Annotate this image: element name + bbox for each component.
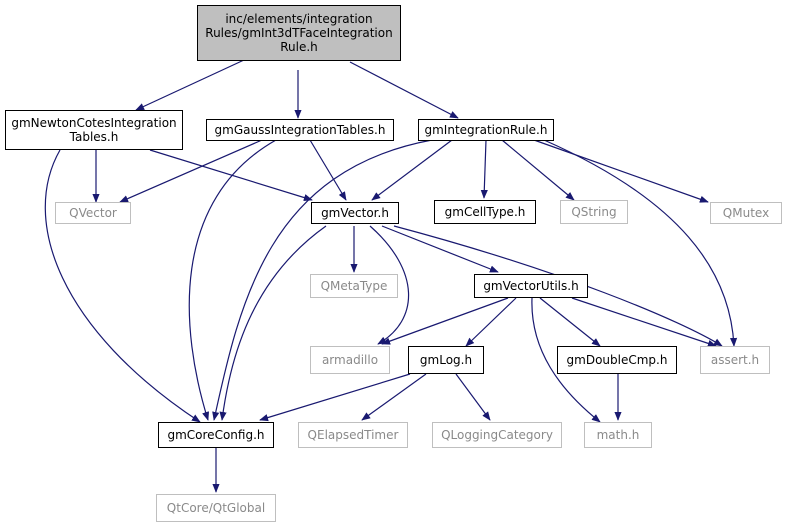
node-assert[interactable]: assert.h <box>700 346 770 374</box>
edge-gausstables-coreconfig <box>188 139 277 421</box>
edge-vectorutils-doublecmp <box>539 297 601 347</box>
edge-root-integrationrule <box>349 61 459 119</box>
node-qloggingcategory[interactable]: QLoggingCategory <box>432 422 562 448</box>
edge-gmlog-elapsedtimer <box>361 373 427 421</box>
node-gmlog[interactable]: gmLog.h <box>408 346 484 374</box>
edge-vectorutils-gmlog <box>465 297 517 347</box>
node-qelapsedtimer[interactable]: QElapsedTimer <box>298 422 408 448</box>
edge-gmlog-loggingcategory <box>455 373 491 421</box>
edge-gmvector-vectorutils <box>381 225 499 273</box>
node-qstring[interactable]: QString <box>560 200 628 224</box>
node-math[interactable]: math.h <box>584 422 652 448</box>
edge-gmlog-coreconfig <box>259 373 411 422</box>
edge-root-newtoncotes <box>135 59 245 111</box>
node-qtcore-qtglobal[interactable]: QtCore/QtGlobal <box>156 494 276 522</box>
node-qmetatype[interactable]: QMetaType <box>310 274 398 298</box>
node-qvector[interactable]: QVector <box>55 202 131 224</box>
edge-intrule-coreconfig <box>212 139 433 421</box>
edge-gmvector-assert <box>393 225 723 347</box>
node-gmintegrationrule[interactable]: gmIntegrationRule.h <box>418 119 554 141</box>
edge-gausstables-gmvector <box>309 139 347 201</box>
edge-gmvector-coreconfig <box>219 225 327 421</box>
edge-vectorutils-assert <box>571 297 717 347</box>
node-gmcoreconfig[interactable]: gmCoreConfig.h <box>158 422 274 448</box>
node-gmnewtoncotesintegrationtables[interactable]: gmNewtonCotesIntegration Tables.h <box>5 110 183 150</box>
edge-intrule-celltype <box>480 139 488 199</box>
node-gmvector[interactable]: gmVector.h <box>311 202 399 224</box>
node-qmutex[interactable]: QMutex <box>710 202 782 224</box>
edge-intrule-qstring <box>501 139 575 201</box>
node-armadillo[interactable]: armadillo <box>310 346 390 374</box>
node-gmgaussintegrationtables[interactable]: gmGaussIntegrationTables.h <box>206 119 394 141</box>
edge-newtoncotes-gmvector <box>149 149 313 202</box>
edge-intrule-qmutex <box>533 139 709 203</box>
node-gmint3dtfaceintegrationrule[interactable]: inc/elements/integration Rules/gmInt3dTF… <box>197 5 401 61</box>
edge-gausstables-qvector <box>119 139 263 203</box>
edge-intrule-assert <box>543 139 738 347</box>
edge-gmvector-armadillo <box>369 225 410 345</box>
node-gmcelltype[interactable]: gmCellType.h <box>434 200 536 224</box>
edge-newtoncotes-coreconfig <box>44 149 201 423</box>
edge-vectorutils-armadillo <box>381 297 509 345</box>
edge-vectorutils-math <box>531 297 601 423</box>
edge-intrule-gmvector <box>371 139 453 201</box>
node-gmvectorutils[interactable]: gmVectorUtils.h <box>474 274 588 298</box>
node-gmdoublecmp[interactable]: gmDoubleCmp.h <box>557 346 677 374</box>
